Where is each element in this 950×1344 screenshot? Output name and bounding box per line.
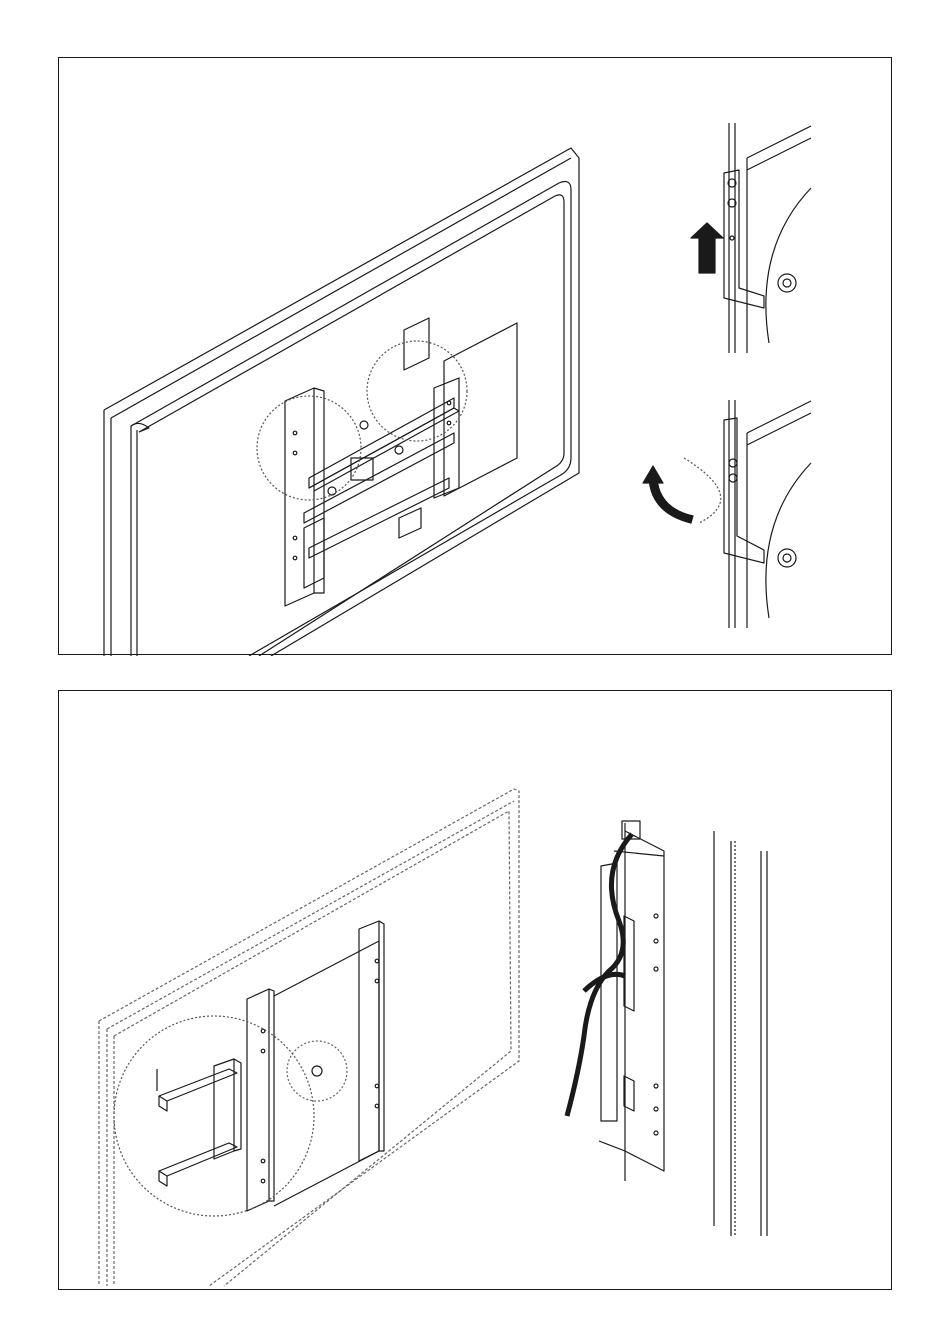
- rotate-arrow-icon: [649, 478, 693, 523]
- bracket-lift-detail: [724, 123, 811, 353]
- wall-rail-illustration: [714, 831, 767, 1236]
- tv-back-illustration: [104, 148, 579, 656]
- rotate-arrow-head-icon: [643, 466, 663, 483]
- cable-branch: [584, 974, 625, 991]
- panel-bottom-drawing: [59, 691, 893, 1291]
- bracket-rotate-detail: [684, 400, 811, 628]
- tv-outline-dashed: [99, 789, 519, 1286]
- back-panel-sheet: [444, 323, 517, 496]
- detail-circle-icon: [367, 341, 467, 441]
- illustration-panel-top: [58, 57, 892, 655]
- mounting-plate-illustration: [285, 318, 459, 606]
- wall-plate-illustration: [247, 921, 384, 1211]
- illustration-panel-bottom: [58, 690, 892, 1290]
- up-arrow-icon: [691, 223, 723, 273]
- panel-top-drawing: [59, 58, 893, 656]
- wall-arm-illustration: [157, 1059, 241, 1186]
- cable-routing-detail: [599, 821, 664, 1181]
